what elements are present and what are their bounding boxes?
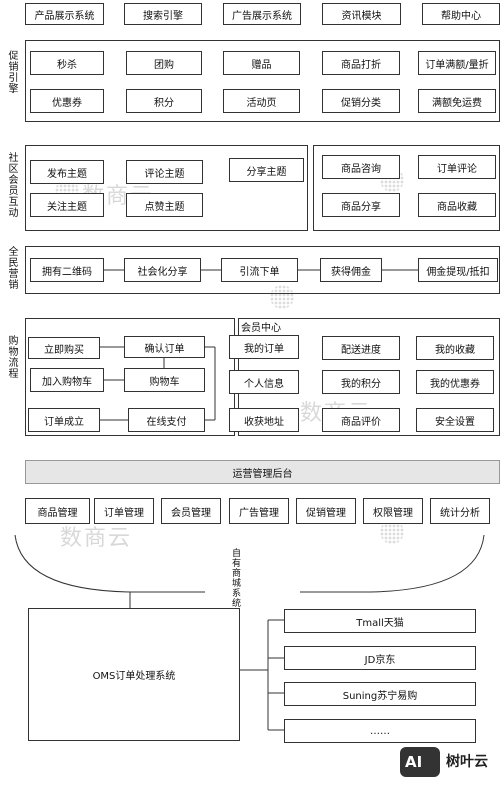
brand-logo-mark: AI: [405, 753, 423, 771]
community-label: 社区会员互动: [6, 152, 17, 218]
marketing-step[interactable]: 获得佣金: [320, 258, 382, 282]
promo-item[interactable]: 赠品: [223, 51, 300, 75]
purchase-step[interactable]: 在线支付: [128, 408, 205, 432]
community-item[interactable]: 发布主题: [30, 160, 104, 184]
member-item[interactable]: 我的优惠券: [416, 370, 494, 394]
purchase-label: 购物流程: [6, 335, 17, 379]
backend-module[interactable]: 权限管理: [363, 498, 423, 524]
brand-name: 树叶云: [446, 754, 488, 770]
ops-backend-bar[interactable]: 运营管理后台: [25, 460, 500, 484]
top-nav-item[interactable]: 广告展示系统: [223, 3, 301, 25]
community-item[interactable]: 分享主题: [229, 158, 304, 182]
member-item[interactable]: 我的订单: [229, 335, 299, 359]
member-item[interactable]: 商品评价: [322, 408, 400, 432]
member-item[interactable]: 我的收藏: [416, 336, 494, 360]
promo-item[interactable]: 满额免运费: [418, 89, 496, 113]
oms-system-box[interactable]: OMS订单处理系统: [28, 608, 240, 741]
community-item[interactable]: 商品咨询: [322, 155, 400, 179]
community-item[interactable]: 关注主题: [30, 193, 104, 217]
channel-item[interactable]: ……: [284, 719, 476, 743]
community-left-group: [25, 145, 308, 231]
marketing-step[interactable]: 社会化分享: [124, 258, 201, 282]
marketing-label: 全民营销: [6, 246, 17, 290]
member-center-title: 会员中心: [241, 323, 281, 334]
promo-label: 促销引擎: [6, 50, 17, 94]
promo-item[interactable]: 优惠券: [30, 89, 104, 113]
backend-module[interactable]: 广告管理: [229, 498, 289, 524]
purchase-step[interactable]: 购物车: [124, 368, 205, 392]
skstore-label: 自有商城系统Skstore: [230, 548, 240, 649]
promo-item[interactable]: 促销分类: [322, 89, 400, 113]
marketing-step[interactable]: 佣金提现/抵扣: [418, 258, 498, 282]
marketing-step[interactable]: 拥有二维码: [30, 258, 104, 282]
channel-item[interactable]: Suning苏宁易购: [284, 682, 476, 706]
member-item[interactable]: 我的积分: [322, 370, 400, 394]
promo-item[interactable]: 积分: [126, 89, 202, 113]
purchase-step[interactable]: 订单成立: [28, 408, 100, 432]
top-nav-item[interactable]: 产品展示系统: [25, 3, 104, 25]
top-nav-item[interactable]: 搜索引擎: [124, 3, 202, 25]
promo-item[interactable]: 订单满额/量折: [418, 51, 496, 75]
backend-module[interactable]: 促销管理: [296, 498, 356, 524]
community-item[interactable]: 点赞主题: [126, 193, 203, 217]
member-item[interactable]: 收获地址: [229, 408, 299, 432]
backend-module[interactable]: 统计分析: [430, 498, 490, 524]
promo-item[interactable]: 团购: [126, 51, 202, 75]
community-item[interactable]: 商品分享: [322, 193, 400, 217]
community-item[interactable]: 订单评论: [418, 155, 496, 179]
promo-item[interactable]: 商品打折: [322, 51, 400, 75]
member-item[interactable]: 个人信息: [229, 370, 299, 394]
channel-item[interactable]: JD京东: [284, 646, 476, 670]
top-nav-item[interactable]: 帮助中心: [422, 3, 500, 25]
marketing-step[interactable]: 引流下单: [221, 258, 298, 282]
backend-module[interactable]: 会员管理: [161, 498, 221, 524]
channel-item[interactable]: Tmall天猫: [284, 609, 476, 633]
purchase-step[interactable]: 立即购买: [28, 337, 100, 359]
member-item[interactable]: 配送进度: [322, 336, 400, 360]
purchase-step[interactable]: 确认订单: [124, 336, 205, 358]
brand-logo: AI: [400, 747, 440, 777]
promo-item[interactable]: 秒杀: [30, 51, 104, 75]
purchase-step[interactable]: 加入购物车: [30, 368, 104, 392]
community-item[interactable]: 评论主题: [126, 160, 203, 184]
top-nav-item[interactable]: 资讯模块: [322, 3, 401, 25]
community-item[interactable]: 商品收藏: [418, 193, 496, 217]
promo-item[interactable]: 活动页: [223, 89, 300, 113]
member-item[interactable]: 安全设置: [416, 408, 494, 432]
backend-module[interactable]: 商品管理: [25, 498, 90, 524]
backend-module[interactable]: 订单管理: [94, 498, 154, 524]
